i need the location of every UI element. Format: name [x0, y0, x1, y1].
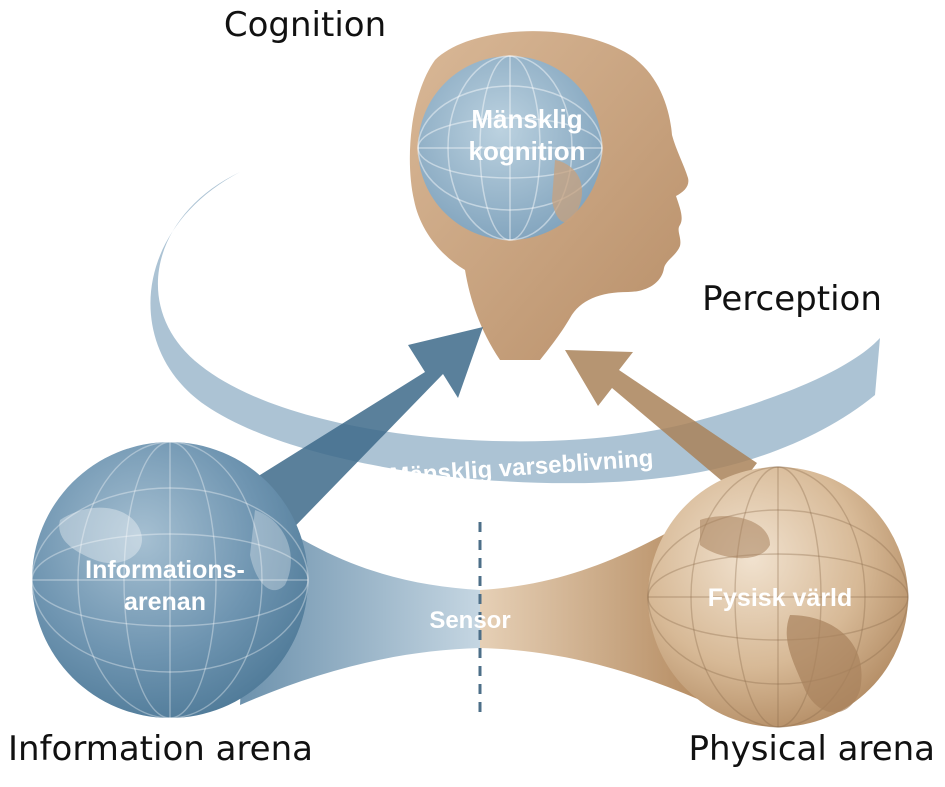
- physical-to-cognition-arrow: [565, 350, 757, 492]
- information-arena-label: Information arena: [8, 729, 313, 769]
- information-arena-inner-label-2: arenan: [124, 588, 206, 616]
- human-cognition-label-2: kognition: [469, 136, 586, 166]
- information-globe: [31, 441, 309, 719]
- sensor-label: Sensor: [429, 607, 510, 634]
- physical-globe: [647, 466, 909, 728]
- perception-label: Perception: [702, 279, 882, 319]
- information-to-cognition-arrow: [228, 327, 483, 550]
- sensor-band-tan: [480, 520, 700, 700]
- physical-arena-label: Physical arena: [689, 729, 935, 769]
- brain-globe: [417, 55, 603, 241]
- information-arena-inner-label-1: Informations-: [85, 556, 245, 584]
- human-cognition-label-1: Mänsklig: [471, 104, 582, 134]
- physical-world-inner-label: Fysisk värld: [708, 584, 853, 612]
- cognition-label: Cognition: [224, 5, 386, 45]
